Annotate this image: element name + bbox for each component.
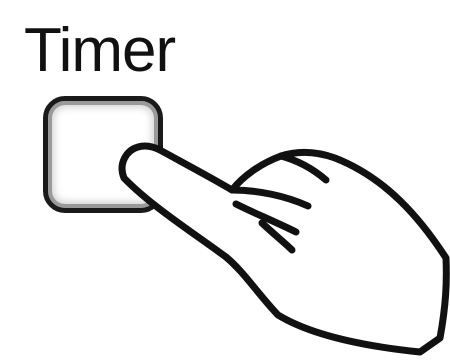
instruction-illustration: Timer (0, 0, 450, 361)
pointing-hand-icon (0, 0, 450, 361)
